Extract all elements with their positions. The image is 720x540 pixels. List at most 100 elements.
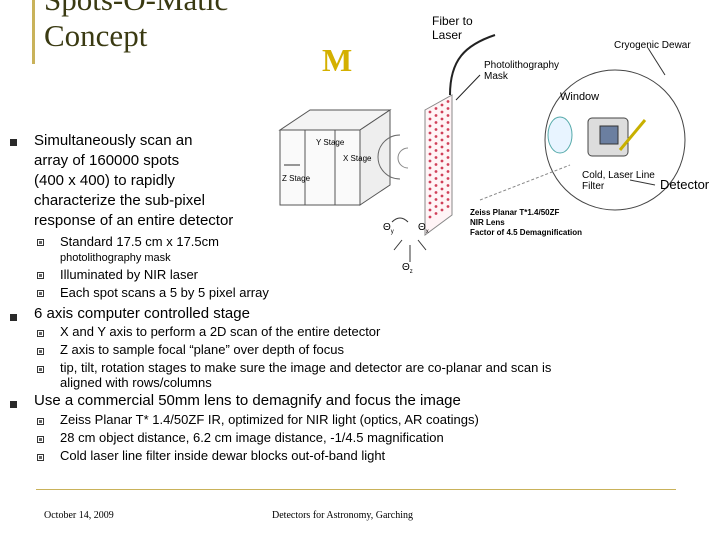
sub1-item-1: Standard 17.5 cm x 17.5cm xyxy=(60,234,219,249)
filter-label-line-1: Cold, Laser Line xyxy=(582,170,655,181)
mask-dot xyxy=(428,117,432,121)
sub-bullet-icon xyxy=(37,366,44,373)
title-line-1: Spots-O-Matic xyxy=(44,0,228,18)
mask-dot xyxy=(446,100,450,103)
mask-dot xyxy=(434,121,438,124)
bullet-icon xyxy=(10,401,17,408)
sub-bullet-icon xyxy=(37,272,44,279)
mask-dot xyxy=(440,159,444,163)
mask-dot xyxy=(428,159,432,163)
x-stage-label: X Stage xyxy=(343,154,372,163)
mask-label-line-1: Photolithography xyxy=(484,60,560,71)
mask-dot xyxy=(440,117,444,121)
bullet-3-text: Use a commercial 50mm lens to demagnify … xyxy=(34,392,461,409)
mask-dot xyxy=(440,110,444,114)
university-logo: M xyxy=(322,42,352,78)
theta-z-symbol: Θ xyxy=(402,262,410,273)
fiber-label: Fiber to Laser xyxy=(432,14,473,42)
mask-dot xyxy=(440,131,444,135)
mask-dot xyxy=(428,187,432,191)
sub-bullet-icon xyxy=(37,418,44,425)
lens-pointer xyxy=(479,164,571,201)
mask-dot xyxy=(428,173,432,177)
bullet-1-line-1: Simultaneously scan an xyxy=(34,132,193,149)
window-glass xyxy=(547,116,573,154)
lens-label-line-1: Zeiss Planar T*1.4/50ZF xyxy=(470,208,560,217)
mask-dot xyxy=(446,170,450,173)
mask-dot xyxy=(434,177,438,180)
mask-dot xyxy=(446,163,450,166)
mask-dot xyxy=(446,149,450,152)
mask-dot xyxy=(440,145,444,149)
filter-label-line-2: Filter xyxy=(582,181,605,192)
mask-dot xyxy=(446,142,450,145)
mask-dot xyxy=(434,170,438,173)
dewar-pointer xyxy=(647,47,666,76)
y-stage-label: Y Stage xyxy=(316,138,345,147)
fiber-label-line-1: Fiber to xyxy=(432,14,473,28)
detector-chip xyxy=(599,125,619,145)
sub1-item-3: Each spot scans a 5 by 5 pixel array xyxy=(60,285,269,300)
mask-dot xyxy=(440,138,444,142)
sub-bullet-icon xyxy=(37,330,44,337)
mask-dot xyxy=(428,215,432,219)
mask-dot xyxy=(440,194,444,198)
filter-holder xyxy=(618,119,647,151)
mask-dot xyxy=(434,149,438,152)
sub-bullet-icon xyxy=(37,348,44,355)
dewar-label: Cryogenic Dewar xyxy=(614,40,691,51)
bullet-icon xyxy=(10,314,17,321)
lens-label-line-2: NIR Lens xyxy=(470,218,505,227)
sub2-item-3: tip, tilt, rotation stages to make sure … xyxy=(60,360,552,375)
lens-label: Zeiss Planar T*1.4/50ZF NIR Lens Factor … xyxy=(470,208,582,238)
sub2-item-1: X and Y axis to perform a 2D scan of the… xyxy=(60,324,381,339)
mask-dot xyxy=(434,163,438,166)
theta-x-label: Θx xyxy=(418,222,429,238)
mask-dot xyxy=(446,198,450,201)
page-title: Spots-O-Matic Concept xyxy=(44,0,228,54)
theta-y-label: Θy xyxy=(383,222,394,238)
bullet-1-line-3: (400 x 400) to rapidly xyxy=(34,172,175,189)
mask-dot xyxy=(440,124,444,128)
theta-y-symbol: Θ xyxy=(383,222,391,233)
lens-label-line-3: Factor of 4.5 Demagnification xyxy=(470,228,583,237)
photolithography-mask xyxy=(424,94,453,236)
mask-dot xyxy=(434,135,438,138)
mask-dot xyxy=(428,145,432,149)
bullet-1-line-4: characterize the sub-pixel xyxy=(34,192,205,209)
mask-dot xyxy=(440,187,444,191)
mask-dot xyxy=(446,191,450,194)
mask-dot xyxy=(446,135,450,138)
sub-bullet-icon xyxy=(37,239,44,246)
mask-dot xyxy=(428,180,432,184)
sub-bullet-icon xyxy=(37,290,44,297)
mask-dot xyxy=(428,201,432,205)
mask-dot xyxy=(446,156,450,159)
bullet-2-text: 6 axis computer controlled stage xyxy=(34,305,250,322)
mask-dot xyxy=(440,103,444,107)
mask-dot xyxy=(428,124,432,128)
detector-pointer xyxy=(629,179,656,186)
mask-dot xyxy=(446,128,450,131)
mask-dot xyxy=(440,208,444,212)
mask-dot xyxy=(446,114,450,117)
bullet-1-text: Simultaneously scan an array of 160000 s… xyxy=(34,131,274,231)
bullet-1-line-5: response of an entire detector xyxy=(34,212,234,229)
mask-dot xyxy=(428,138,432,142)
fiber-arrow xyxy=(449,34,496,96)
stage-assembly xyxy=(278,109,409,206)
sub3-item-2: 28 cm object distance, 6.2 cm image dist… xyxy=(60,430,444,445)
mask-dot xyxy=(446,107,450,110)
mask-dot xyxy=(428,166,432,170)
title-accent-bar xyxy=(32,0,35,64)
detector-label: Detector xyxy=(660,177,710,192)
mask-dots xyxy=(428,100,450,219)
sub2-item-3-cont: aligned with rows/columns xyxy=(60,375,212,390)
rotation-axes xyxy=(391,217,427,262)
mask-dot xyxy=(434,191,438,194)
mask-dot xyxy=(434,142,438,145)
z-stage-label: Z Stage xyxy=(282,174,311,183)
theta-x-sub: x xyxy=(425,229,429,235)
dewar-outline xyxy=(544,69,686,211)
mask-dot xyxy=(446,205,450,208)
